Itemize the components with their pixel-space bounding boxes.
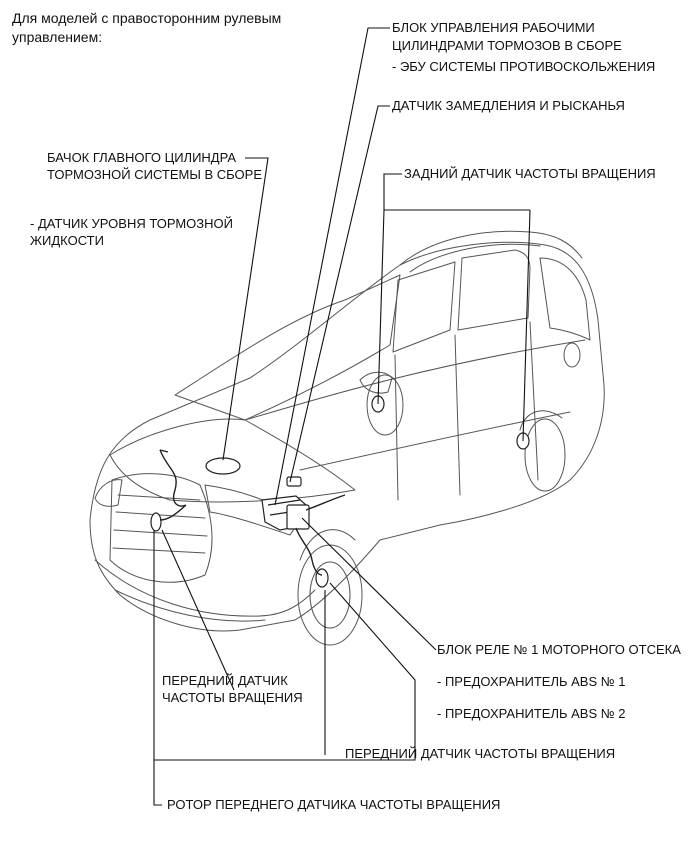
- yaw-rate-sensor: [286, 476, 302, 487]
- vehicle-mirror: [359, 371, 393, 394]
- relay-block-label: БЛОК РЕЛЕ № 1 МОТОРНОГО ОТСЕКА: [437, 642, 681, 657]
- vehicle-side-window-front: [392, 261, 456, 353]
- front-speed-sensor-left-label-line2: ЧАСТОТЫ ВРАЩЕНИЯ: [162, 690, 303, 705]
- front-speed-sensor-right: [315, 568, 329, 588]
- leader-front-speed-sensor-left: [161, 529, 235, 691]
- front-sensor-harness-right: [295, 527, 323, 576]
- abs-fuse-1-label: - ПРЕДОХРАНИТЕЛЬ ABS № 1: [437, 674, 626, 689]
- note-heading-line2: управлением:: [12, 29, 103, 45]
- vehicle-roof: [399, 230, 583, 266]
- leader-relay-block: [301, 517, 437, 651]
- skid-control-ecu-label: - ЭБУ СИСТЕМЫ ПРОТИВОСКОЛЬЖЕНИЯ: [392, 59, 656, 74]
- leader-rear-speed-sensor: [377, 173, 531, 442]
- vehicle-windshield: [174, 274, 401, 421]
- front-speed-sensor-left: [150, 512, 162, 532]
- master-cylinder-label-line2: ТОРМОЗНОЙ СИСТЕМЫ В СБОРЕ: [47, 167, 263, 182]
- master-cylinder-label-line1: БАЧОК ГЛАВНОГО ЦИЛИНДРА: [47, 150, 237, 165]
- vehicle-side-window-rear: [457, 249, 531, 331]
- brake-actuator-label-line1: БЛОК УПРАВЛЕНИЯ РАБОЧИМИ: [392, 20, 595, 35]
- engine-room-relay-block: [286, 504, 310, 530]
- leader-yaw-rate-sensor: [289, 105, 390, 483]
- note-heading-line1: Для моделей с правосторонним рулевым: [12, 10, 282, 26]
- fluid-level-sensor-label-line2: ЖИДКОСТИ: [30, 233, 104, 248]
- rear-speed-sensor-label: ЗАДНИЙ ДАТЧИК ЧАСТОТЫ ВРАЩЕНИЯ: [404, 166, 656, 181]
- vehicle-body-outline: [89, 241, 605, 632]
- front-wheel: [297, 544, 363, 646]
- vehicle-headlight-left: [94, 479, 123, 507]
- leader-front-sensor-rotor: [153, 530, 162, 806]
- leader-brake-actuator: [274, 27, 390, 506]
- leader-master-cylinder: [222, 157, 269, 461]
- front-sensor-rotor-label: РОТОР ПЕРЕДНЕГО ДАТЧИКА ЧАСТОТЫ ВРАЩЕНИЯ: [167, 797, 501, 812]
- front-speed-sensor-left-label-line1: ПЕРЕДНИЙ ДАТЧИК: [162, 673, 288, 688]
- yaw-rate-sensor-label: ДАТЧИК ЗАМЕДЛЕНИЯ И РЫСКАНЬЯ: [392, 98, 625, 113]
- rear-wheel: [524, 418, 566, 492]
- master-cylinder-reservoir: [205, 457, 241, 475]
- vehicle-grille: [109, 473, 213, 583]
- brake-actuator-label-line2: ЦИЛИНДРАМИ ТОРМОЗОВ В СБОРЕ: [392, 38, 622, 53]
- front-sensor-harness-left: [159, 449, 187, 521]
- fluid-level-sensor-label-line1: - ДАТЧИК УРОВНЯ ТОРМОЗНОЙ: [30, 216, 233, 231]
- vehicle-rear-window: [539, 257, 591, 341]
- front-speed-sensor-right-label: ПЕРЕДНИЙ ДАТЧИК ЧАСТОТЫ ВРАЩЕНИЯ: [345, 746, 616, 761]
- abs-fuse-2-label: - ПРЕДОХРАНИТЕЛЬ ABS № 2: [437, 706, 626, 721]
